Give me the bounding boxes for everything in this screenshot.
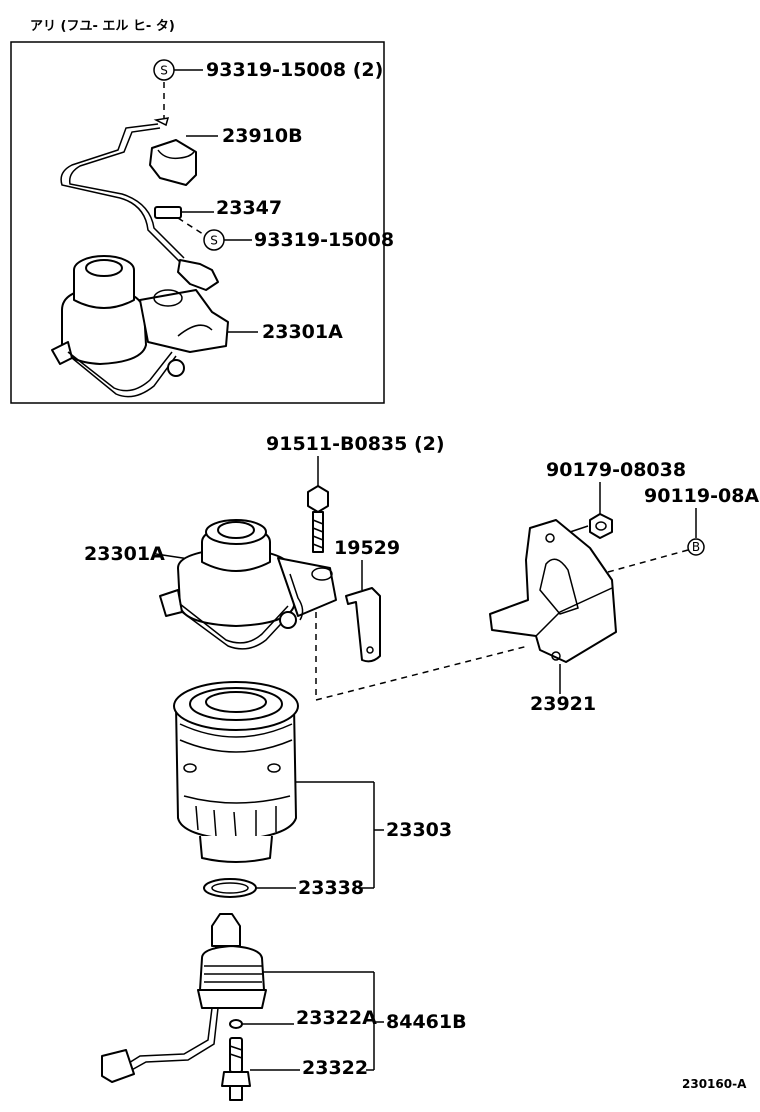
inset-frame xyxy=(10,41,385,404)
label-inset-23301a: 23301A xyxy=(262,321,343,343)
pump-23301a xyxy=(159,519,337,650)
plug-84461b xyxy=(101,913,267,1083)
bracket-23921 xyxy=(489,519,617,663)
label-84461b: 84461B xyxy=(386,1011,467,1033)
label-23303: 23303 xyxy=(386,819,452,841)
svg-text:S: S xyxy=(210,234,218,248)
switch-23322 xyxy=(221,1037,251,1101)
label-main-23301a: 23301A xyxy=(84,543,165,565)
label-23322: 23322 xyxy=(302,1057,368,1079)
label-93319-15008-2: 93319-15008 (2) xyxy=(206,59,383,81)
label-93319-15008: 93319-15008 xyxy=(254,229,394,251)
nut-90179 xyxy=(589,513,613,539)
inset-connector xyxy=(177,259,219,291)
figure-reference: 230160-A xyxy=(682,1077,747,1091)
inset-pump-23301a xyxy=(51,255,229,398)
inset-clip-23347 xyxy=(154,206,182,219)
label-19529: 19529 xyxy=(334,537,400,559)
nut-symbol-b: B xyxy=(687,538,705,556)
label-23338: 23338 xyxy=(298,877,364,899)
ring-23322a xyxy=(229,1019,243,1029)
inset-screw-symbol-top: S xyxy=(153,59,175,81)
label-23910b: 23910B xyxy=(222,125,303,147)
label-23921: 23921 xyxy=(530,693,596,715)
label-23322a: 23322A xyxy=(296,1007,377,1029)
label-90179-08038: 90179-08038 xyxy=(546,459,686,481)
oring-23338 xyxy=(203,878,257,898)
label-91511-b0835-2: 91511-B0835 (2) xyxy=(266,433,445,455)
svg-text:S: S xyxy=(160,64,168,78)
inset-sensor-23910b xyxy=(60,117,197,263)
filter-23303 xyxy=(173,681,299,863)
label-23347: 23347 xyxy=(216,197,282,219)
label-90119-08a46: 90119-08A46 xyxy=(644,485,760,507)
inset-screw-symbol-mid: S xyxy=(203,229,225,251)
stay-19529 xyxy=(345,587,381,663)
bolt-91511 xyxy=(307,485,329,553)
svg-text:B: B xyxy=(692,540,700,554)
inset-caption: アリ (フユ- エル ヒ- タ) xyxy=(30,19,175,34)
